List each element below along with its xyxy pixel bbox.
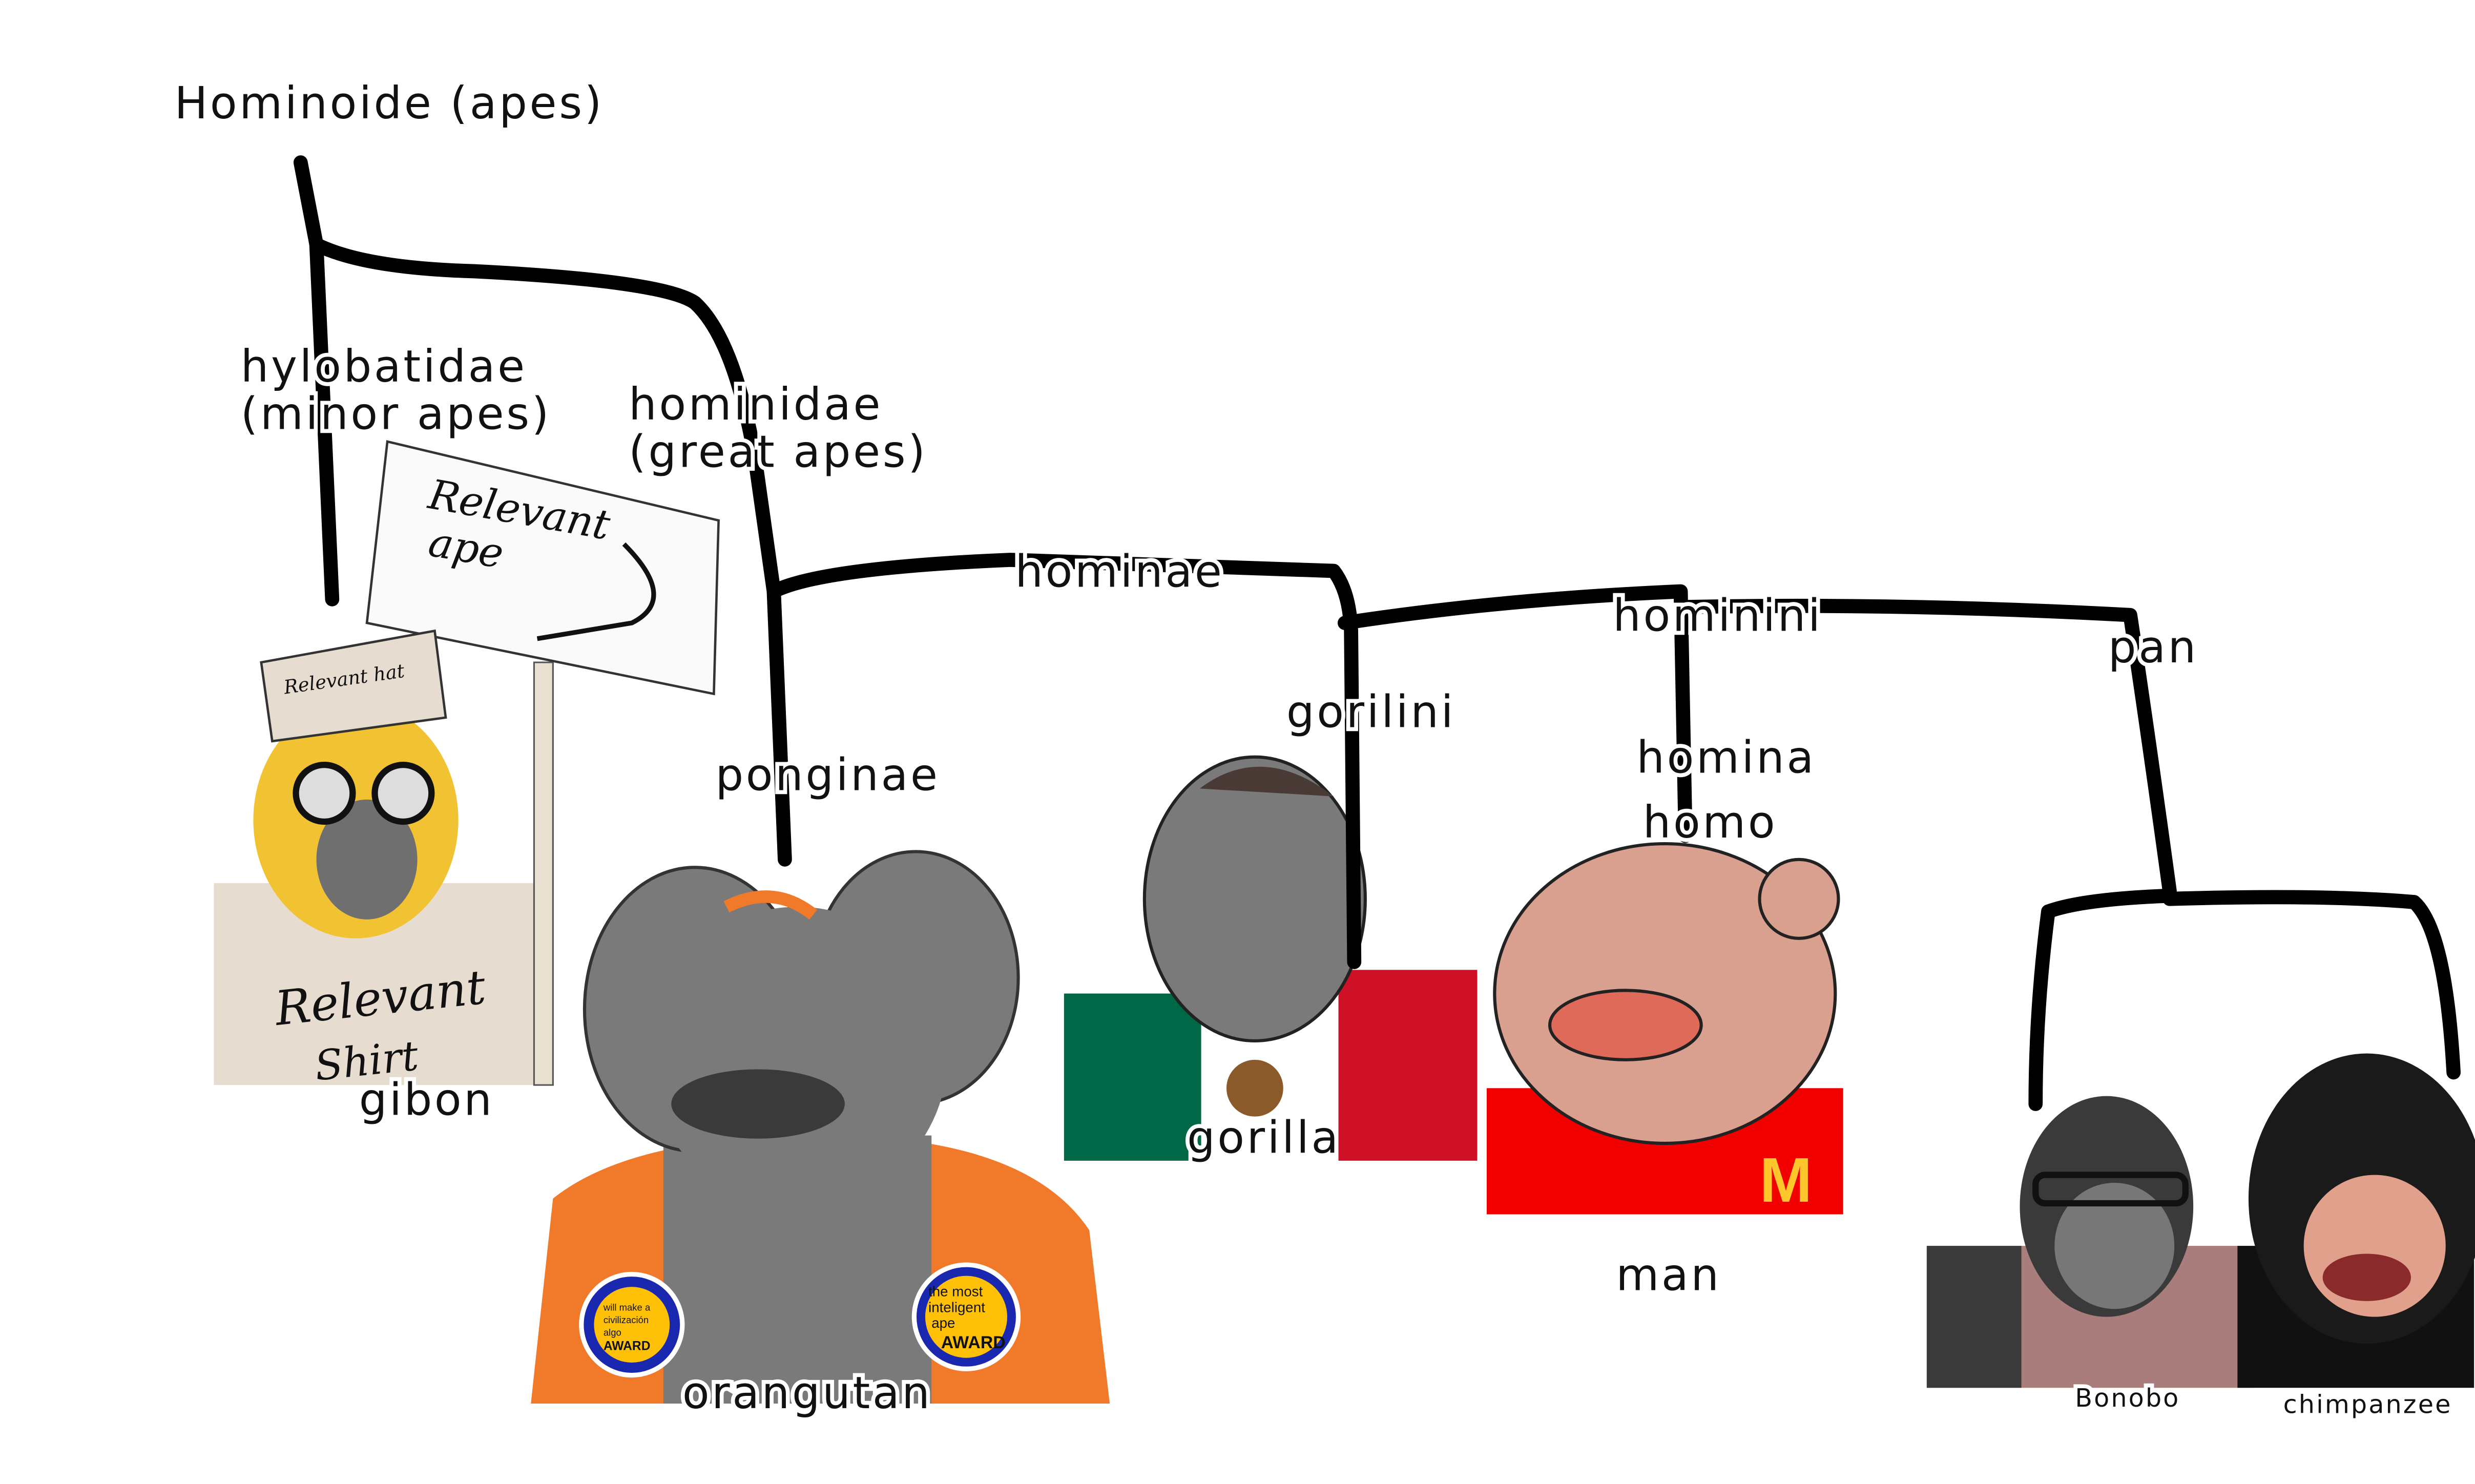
svg-text:the most: the most	[928, 1284, 983, 1300]
man-illustration: M	[1486, 842, 1843, 1216]
svg-text:algo: algo	[604, 1327, 621, 1338]
label-homina: homina	[1636, 733, 1816, 784]
label-minor-apes: (minor apes)	[241, 388, 551, 440]
diagram-title: Hominoide (apes)	[174, 78, 604, 129]
svg-text:inteligent: inteligent	[928, 1299, 985, 1315]
label-hylobatidae: hylobatidae	[241, 341, 527, 392]
flag-eagle-emblem	[1226, 1059, 1283, 1117]
label-gorilla: gorilla	[1187, 1112, 1341, 1163]
chimpanzee-illustration	[2237, 1053, 2475, 1388]
branch-hominae	[766, 553, 1362, 969]
award-left: will make a civilización algo AWARD	[579, 1271, 685, 1378]
branch-hominidae	[309, 237, 792, 867]
branch-bonobo	[2028, 888, 2177, 1111]
label-man: man	[1616, 1249, 1721, 1301]
shirt-text-line2: Shirt	[313, 1032, 421, 1090]
svg-text:will make a: will make a	[603, 1302, 651, 1312]
flag-red	[1338, 970, 1478, 1161]
tree-branches	[293, 155, 2461, 1111]
svg-text:AWARD: AWARD	[604, 1339, 651, 1353]
bonobo-face	[2054, 1182, 2175, 1309]
gibon-face	[316, 799, 418, 919]
branch-chimpanzee	[2162, 890, 2461, 1080]
svg-text:civilización: civilización	[604, 1314, 649, 1325]
gorilla-crest	[1199, 766, 1334, 797]
man-head	[1493, 842, 1837, 1145]
label-bonobo: Bonobo	[2075, 1383, 2180, 1413]
gibon-illustration: Relevant ape Relevant hat Relevant Shirt	[214, 440, 720, 1090]
label-homo: homo	[1643, 797, 1778, 848]
branch-hominini	[1337, 584, 1693, 843]
award-right: the most inteligent ape AWARD	[911, 1262, 1021, 1371]
label-hominae: hominae	[1015, 546, 1224, 597]
orangutan-illustration: will make a civilización algo AWARD the …	[531, 850, 1110, 1404]
label-orangutan: orangutan	[682, 1368, 932, 1419]
label-hominidae: hominidae	[629, 379, 883, 430]
svg-text:ape: ape	[931, 1315, 955, 1331]
gibon-hat	[260, 629, 447, 743]
man-ear	[1758, 858, 1840, 940]
orangutan-hair	[723, 890, 818, 920]
orangutan-lips	[671, 1069, 845, 1139]
bonobo-illustration	[1926, 1096, 2254, 1388]
svg-text:AWARD: AWARD	[941, 1333, 1006, 1352]
bonobo-arm	[1926, 1246, 2022, 1388]
sign-pole	[533, 661, 554, 1086]
chimp-mouth	[2322, 1253, 2411, 1301]
gorilla-illustration	[1064, 755, 1478, 1161]
label-ponginae: ponginae	[715, 749, 940, 801]
mcdonalds-logo-icon: M	[1760, 1145, 1813, 1216]
label-great-apes: (great apes)	[629, 426, 927, 477]
orangutan-head	[648, 907, 948, 1207]
label-pan: pan	[2108, 622, 2198, 673]
bonobo-glasses	[2032, 1172, 2189, 1207]
gorilla-head	[1142, 755, 1367, 1042]
branch-pan	[1673, 598, 2177, 898]
label-gibon: gibon	[359, 1075, 494, 1126]
label-gorilini: gorilini	[1286, 686, 1455, 738]
glasses-left	[293, 761, 356, 825]
man-mouth	[1548, 989, 1703, 1061]
label-chimpanzee: chimpanzee	[2283, 1389, 2452, 1419]
sign-arrow	[536, 542, 656, 641]
label-hominini: hominini	[1613, 590, 1822, 641]
glasses-right	[371, 761, 435, 825]
sign-board	[365, 440, 720, 696]
flag-green	[1064, 993, 1201, 1161]
